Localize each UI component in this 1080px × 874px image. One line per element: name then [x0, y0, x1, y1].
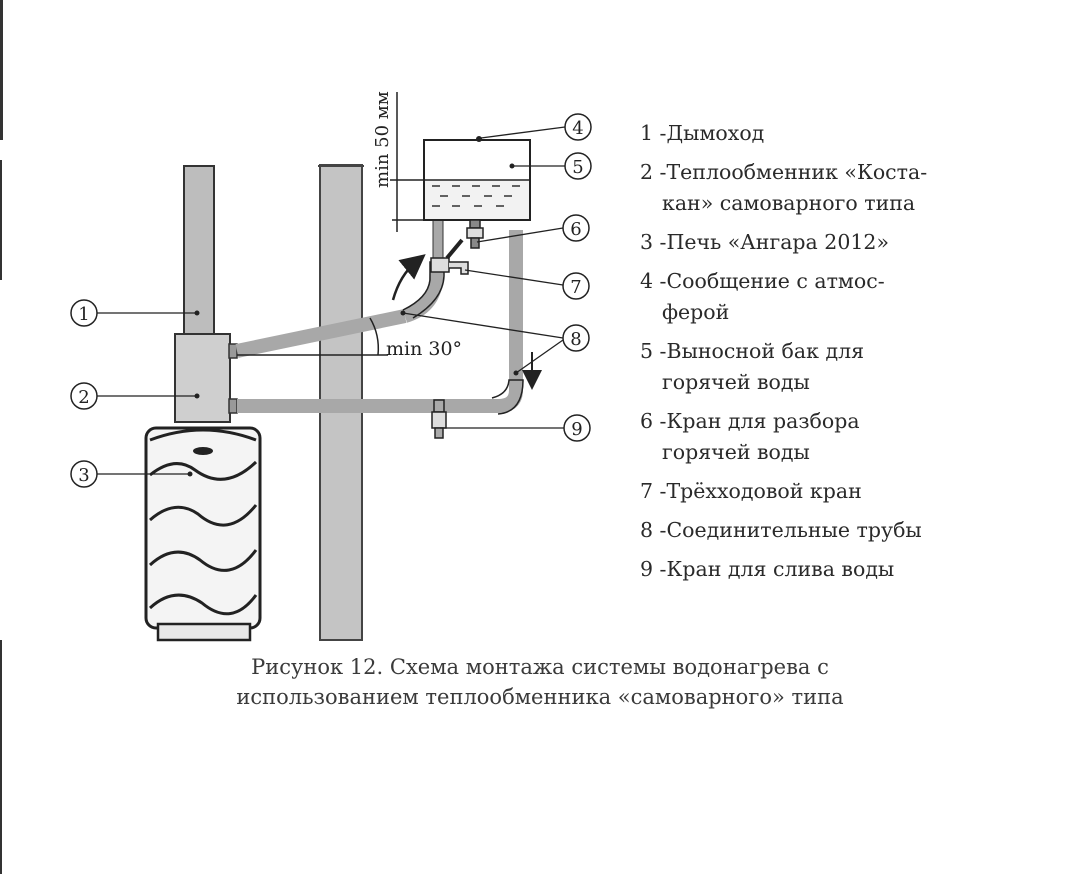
- callout-5: 5: [564, 152, 592, 180]
- leader-dot-8b: [513, 370, 519, 376]
- legend-item-text: Выносной бак для: [666, 339, 865, 363]
- upper-connecting-pipe: [235, 309, 407, 358]
- callout-5-label: 5: [572, 157, 583, 178]
- leader-dot-2: [194, 393, 200, 399]
- legend-item-1: 1 - Дымоход: [640, 121, 765, 145]
- three-way-valve: [430, 238, 469, 275]
- edge-mark-top: [0, 0, 3, 140]
- caption-line-2: использованием теплообменника «самоварно…: [236, 685, 844, 709]
- exchanger-lower-outlet: [228, 398, 238, 414]
- tank-water-dashes: [432, 185, 520, 207]
- edge-mark-bottom: [0, 640, 2, 874]
- callout-1-label: 1: [78, 304, 89, 325]
- callout-6: 6: [562, 214, 590, 242]
- legend-item-continuation: горячей воды: [662, 370, 810, 394]
- legend-item-continuation: кан» самоварного типа: [662, 191, 916, 215]
- heat-exchanger: [174, 333, 231, 423]
- legend-item-7: 7 - Трёхходовой кран: [640, 479, 862, 503]
- callout-7-label: 7: [570, 277, 581, 298]
- angle-arc: [369, 317, 380, 356]
- leader-dot-5: [509, 163, 515, 169]
- legend-item-text: Кран для разбора: [666, 409, 860, 433]
- lower-pipe-elbow: [497, 230, 523, 413]
- callout-8-label: 8: [570, 329, 581, 350]
- callout-8: 8: [562, 324, 590, 352]
- legend-item-text: Соединительные трубы: [666, 518, 922, 542]
- legend-item-text: Печь «Ангара 2012»: [666, 230, 890, 254]
- leader-dot-8a: [400, 310, 406, 316]
- legend: 1 - Дымоход 2 - Теплообменник «Коста-кан…: [640, 118, 1070, 593]
- callout-7: 7: [562, 272, 590, 300]
- tank-inlet-left: [432, 219, 444, 263]
- callout-6-label: 6: [570, 219, 581, 240]
- callout-3: 3: [70, 460, 98, 488]
- chimney: [183, 165, 215, 337]
- legend-item-text: Дымоход: [666, 121, 765, 145]
- legend-item-4: 4 - Сообщение с атмос-ферой: [640, 266, 1070, 328]
- min-angle-label: min 30°: [386, 338, 462, 360]
- callout-3-label: 3: [78, 465, 89, 486]
- legend-item-continuation: горячей воды: [662, 440, 810, 464]
- legend-item-text: Трёхходовой кран: [666, 479, 862, 503]
- drain-tap: [431, 399, 447, 439]
- legend-item-9: 9 - Кран для слива воды: [640, 557, 895, 581]
- legend-item-text: Кран для слива воды: [666, 557, 895, 581]
- exchanger-upper-outlet: [228, 343, 238, 359]
- callout-9: 9: [563, 414, 591, 442]
- legend-item-2: 2 - Теплообменник «Коста-кан» самоварног…: [640, 157, 1070, 219]
- elbow-outline-lower: [491, 379, 524, 415]
- atmosphere-vent: [476, 136, 482, 142]
- callout-9-label: 9: [571, 419, 582, 440]
- callout-2: 2: [70, 382, 98, 410]
- callout-4-label: 4: [572, 118, 583, 139]
- leader-dot-1: [194, 310, 200, 316]
- draw-off-tap: [466, 219, 484, 249]
- figure-caption: Рисунок 12. Схема монтажа системы водона…: [160, 652, 920, 712]
- legend-item-text: Сообщение с атмос-: [666, 269, 885, 293]
- leader-dot-3: [187, 471, 193, 477]
- flow-arrow-up: [391, 254, 426, 301]
- legend-item-8: 8 - Соединительные трубы: [640, 518, 922, 542]
- legend-item-text: Теплообменник «Коста-: [666, 160, 928, 184]
- legend-item-continuation: ферой: [662, 300, 730, 324]
- stove: [144, 426, 262, 642]
- legend-item-3: 3 - Печь «Ангара 2012»: [640, 230, 890, 254]
- min-height-label: min 50 мм: [372, 91, 393, 188]
- caption-line-1: Рисунок 12. Схема монтажа системы водона…: [251, 655, 829, 679]
- edge-mark-middle: [0, 160, 2, 280]
- leader-lines: [97, 126, 566, 475]
- callout-1: 1: [70, 299, 98, 327]
- callout-4: 4: [564, 113, 592, 141]
- callout-2-label: 2: [78, 387, 89, 408]
